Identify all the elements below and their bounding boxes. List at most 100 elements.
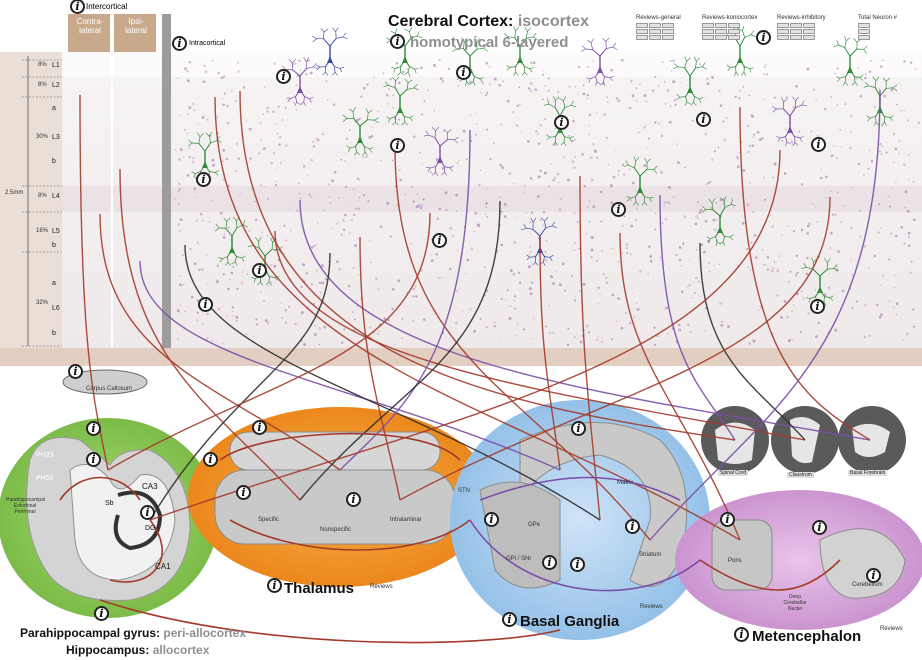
cell-dot: [406, 68, 409, 70]
info-icon[interactable]: i: [70, 0, 85, 14]
info-icon[interactable]: i: [611, 202, 626, 217]
cell-dot: [530, 61, 533, 64]
info-icon[interactable]: i: [625, 519, 640, 534]
cell-dot: [783, 172, 787, 175]
info-icon[interactable]: i: [252, 263, 267, 278]
cell-dot: [547, 97, 549, 99]
cell-dot: [412, 287, 416, 291]
dendrite: [712, 209, 721, 217]
info-icon[interactable]: i: [267, 578, 282, 593]
cell-dot: [449, 267, 452, 271]
info-icon[interactable]: i: [570, 557, 585, 572]
cell-dot: [549, 331, 552, 334]
cell-dot: [539, 218, 542, 221]
info-icon[interactable]: i: [720, 512, 735, 527]
total-neuron-links[interactable]: [858, 23, 897, 40]
dendrite: [352, 111, 355, 119]
info-icon[interactable]: i: [203, 452, 218, 467]
dendrite: [555, 141, 559, 146]
dendrite: [693, 101, 697, 106]
reviews-koniocortex-label: Reviews-koniocortex: [702, 15, 758, 21]
dendrite: [410, 35, 418, 39]
cell-dot: [213, 227, 215, 229]
cell-dot: [683, 215, 687, 219]
cell-dot: [177, 190, 180, 193]
cell-dot: [912, 308, 915, 311]
info-icon[interactable]: i: [432, 233, 447, 248]
hippocampus-heading: Hippocampus: allocortex: [66, 643, 209, 657]
cell-dot: [426, 231, 428, 234]
cell-dot: [574, 85, 577, 88]
cell-dot: [177, 223, 180, 226]
cell-dot: [705, 96, 707, 98]
cell-dot: [358, 117, 361, 121]
ca1-label: CA1: [155, 562, 171, 571]
info-icon[interactable]: i: [502, 612, 517, 627]
info-icon[interactable]: i: [172, 36, 187, 51]
dendrite: [570, 100, 574, 106]
cell-dot: [370, 126, 373, 129]
info-icon[interactable]: i: [196, 172, 211, 187]
cell-dot: [620, 58, 624, 62]
cell-dot: [237, 157, 240, 160]
cell-dot: [174, 198, 176, 200]
info-icon[interactable]: i: [390, 34, 405, 49]
info-icon[interactable]: i: [811, 137, 826, 152]
info-icon[interactable]: i: [696, 112, 711, 127]
info-icon[interactable]: i: [94, 606, 109, 621]
info-icon[interactable]: i: [571, 421, 586, 436]
cell-dot: [239, 193, 242, 195]
cell-dot: [192, 157, 195, 160]
cell-dot: [907, 119, 910, 122]
reviews-inhibitory-label: Reviews-inhibitory: [777, 15, 826, 21]
info-icon[interactable]: i: [236, 485, 251, 500]
info-icon[interactable]: i: [812, 520, 827, 535]
white-matter-strip: [0, 348, 922, 366]
info-icon[interactable]: i: [346, 492, 361, 507]
cell-dot: [588, 113, 592, 117]
info-icon[interactable]: i: [140, 505, 155, 520]
dendrite: [288, 58, 293, 64]
reviews-inhibitory-links[interactable]: [777, 23, 826, 40]
info-icon[interactable]: i: [252, 420, 267, 435]
cell-dot: [646, 147, 649, 150]
dendrite: [639, 168, 648, 177]
info-icon[interactable]: i: [86, 421, 101, 436]
info-icon[interactable]: i: [756, 30, 771, 45]
info-icon[interactable]: i: [68, 364, 83, 379]
info-icon[interactable]: i: [86, 452, 101, 467]
cell-dot: [748, 94, 751, 97]
cell-dot: [386, 103, 389, 105]
dendrite: [792, 141, 796, 146]
info-icon[interactable]: i: [484, 512, 499, 527]
cell-dot: [730, 198, 733, 200]
info-icon[interactable]: i: [276, 69, 291, 84]
reviews-koniocortex-links[interactable]: [702, 23, 757, 40]
cell-dot: [830, 190, 832, 193]
cell-dot: [828, 287, 831, 290]
cell-dot: [194, 196, 196, 199]
info-icon[interactable]: i: [734, 627, 749, 642]
dendrite: [532, 228, 541, 237]
cell-dot: [550, 163, 552, 166]
cell-dot: [206, 337, 209, 340]
info-icon[interactable]: i: [390, 138, 405, 153]
cell-dot: [719, 104, 723, 108]
cell-dot: [249, 157, 252, 160]
info-icon[interactable]: i: [456, 65, 471, 80]
l1-percent: 8%: [38, 62, 47, 68]
dendrite: [257, 281, 261, 286]
info-icon[interactable]: i: [198, 297, 213, 312]
info-icon[interactable]: i: [810, 299, 825, 314]
cell-dot: [529, 176, 533, 180]
cell-dot: [480, 92, 483, 94]
axon: [214, 96, 741, 541]
info-icon[interactable]: i: [542, 555, 557, 570]
cell-dot: [816, 221, 819, 224]
info-icon[interactable]: i: [866, 568, 881, 583]
info-icon[interactable]: i: [554, 115, 569, 130]
dendrite: [542, 256, 545, 263]
dendrite: [334, 66, 341, 69]
reviews-general-links[interactable]: [636, 23, 681, 40]
